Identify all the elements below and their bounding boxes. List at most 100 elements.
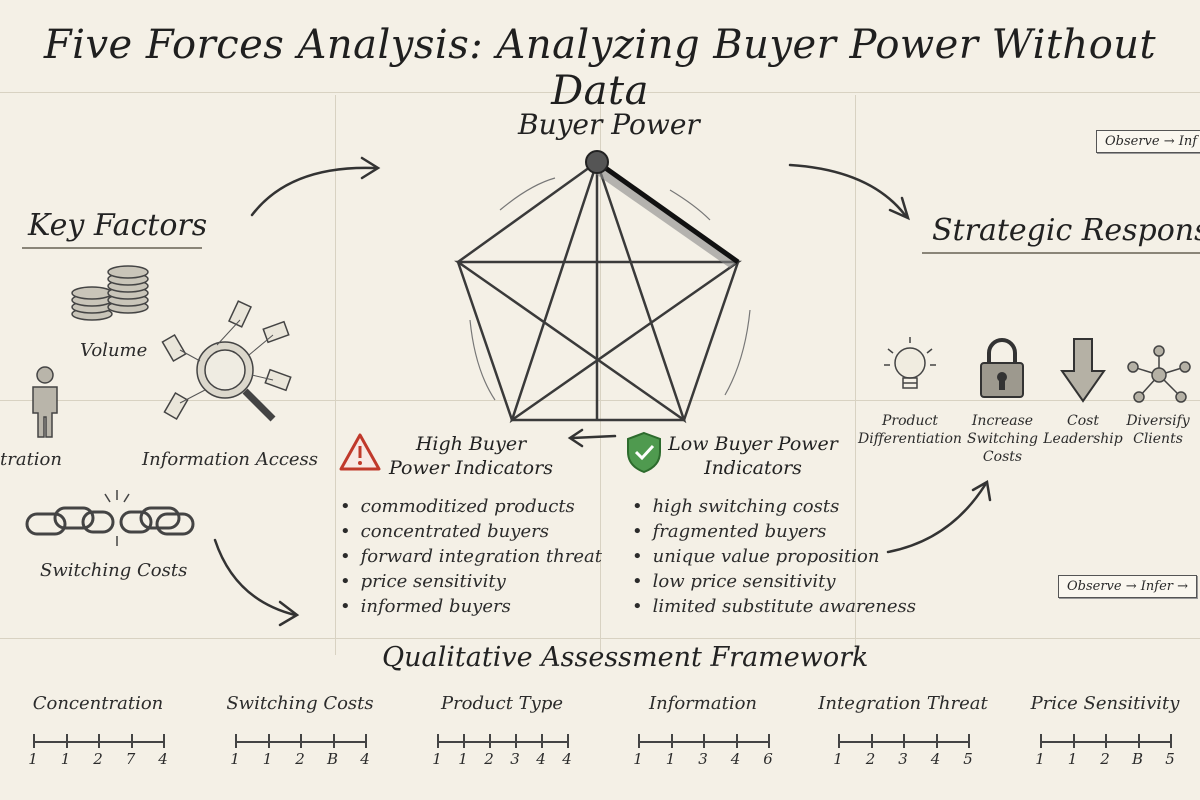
low-indicator-item: limited substitute awareness xyxy=(632,594,916,619)
scale-tick-label: 5 xyxy=(1165,750,1175,768)
scale-tick xyxy=(463,734,465,748)
heading-underline xyxy=(922,252,1200,254)
scale-tick-label: 1 xyxy=(1035,750,1045,768)
scale-tick xyxy=(870,734,873,748)
framework-heading: Qualitative Assessment Framework xyxy=(382,642,869,673)
rating-scale: 1 2 3 4 5 xyxy=(833,732,973,768)
low-indicator-item: low price sensitivity xyxy=(632,569,916,594)
grid-line xyxy=(335,95,336,655)
factor-label-volume: Volume xyxy=(80,340,148,361)
page-title: Five Forces Analysis: Analyzing Buyer Po… xyxy=(43,22,1157,114)
scale-tick-label: 2 xyxy=(484,750,494,768)
factor-label-concentration: tration xyxy=(0,449,62,470)
person-icon xyxy=(32,366,58,438)
scale-tick xyxy=(332,734,335,748)
scale-title: Switching Costs xyxy=(226,693,374,714)
scale-tick xyxy=(1137,734,1140,748)
scale-tick-label: 1 xyxy=(60,750,71,768)
scale-tick xyxy=(670,734,673,748)
broken-chain-icon xyxy=(25,490,195,546)
scale-title: Product Type xyxy=(440,693,564,714)
high-indicator-item: commoditized products xyxy=(340,494,602,519)
scale-tick xyxy=(838,734,840,748)
scale-title: Information xyxy=(648,693,758,714)
scale-line xyxy=(437,741,567,743)
scale-tick-label: 1 xyxy=(262,750,273,768)
scale-tick xyxy=(65,734,68,748)
scale-tick xyxy=(1072,734,1075,748)
low-indicators-list: high switching costs fragmented buyers u… xyxy=(632,494,916,619)
scale-title: Integration Threat xyxy=(818,693,988,714)
scale-title: Concentration xyxy=(32,693,164,714)
low-indicator-item: high switching costs xyxy=(632,494,916,519)
grid-line xyxy=(600,95,601,655)
scale-tick-label: 2 xyxy=(1100,750,1110,768)
high-indicator-item: forward integration threat xyxy=(340,544,602,569)
scale-tick-label: 5 xyxy=(963,750,973,768)
high-indicators-title: High Buyer Power Indicators xyxy=(389,433,553,479)
scale-tick-label: 1 xyxy=(432,750,442,768)
scale-tick-label: 4 xyxy=(730,750,741,768)
observe-infer-badge-top: Observe → Inf xyxy=(1096,130,1200,153)
warning-triangle-icon xyxy=(339,433,381,471)
scale-tick xyxy=(33,734,35,748)
low-indicators-title: Low Buyer Power Indicators xyxy=(668,433,838,479)
scale-tick-label: 3 xyxy=(898,750,908,768)
scale-tick xyxy=(703,734,705,748)
scale-tick xyxy=(968,734,970,748)
scale-tick xyxy=(567,734,569,748)
scale-tick-label: 7 xyxy=(125,750,136,768)
scale-tick-label: 4 xyxy=(360,750,370,768)
scale-tick-label: B xyxy=(326,750,339,768)
key-factors-heading: Key Factors xyxy=(28,208,208,243)
scale-tick-label: 1 xyxy=(458,750,468,768)
scale-tick-label: 2 xyxy=(865,750,876,768)
scale-tick xyxy=(235,734,237,748)
scale-tick xyxy=(903,734,905,748)
scale-tick-label: 3 xyxy=(698,750,708,768)
scale-tick-label: 1 xyxy=(28,750,38,768)
coins-icon xyxy=(71,265,149,321)
grid-line xyxy=(855,95,856,655)
scale-tick xyxy=(1040,734,1042,748)
scale-tick-label: 1 xyxy=(665,750,676,768)
scale-tick-label: 1 xyxy=(833,750,843,768)
low-indicator-item: fragmented buyers xyxy=(632,519,916,544)
low-indicator-item: unique value proposition xyxy=(632,544,916,569)
scale-tick-label: 1 xyxy=(633,750,643,768)
strategy-label-diversify-clients: Diversify Clients xyxy=(1126,413,1190,447)
scale-tick xyxy=(163,734,165,748)
strategic-response-heading: Strategic Response xyxy=(932,213,1200,248)
grid-line xyxy=(0,638,1200,639)
scale-tick xyxy=(935,734,938,748)
heading-underline xyxy=(22,247,202,249)
scale-tick xyxy=(515,734,517,748)
scale-tick-label: 4 xyxy=(158,750,168,768)
magnifier-tags-icon xyxy=(161,300,292,422)
high-indicator-item: informed buyers xyxy=(340,594,602,619)
factor-label-switching-costs: Switching Costs xyxy=(40,560,188,581)
scale-tick xyxy=(489,734,491,748)
high-indicator-item: concentrated buyers xyxy=(340,519,602,544)
scale-tick xyxy=(300,734,302,748)
scale-tick xyxy=(130,734,133,748)
scale-tick-label: 4 xyxy=(930,750,941,768)
scale-tick xyxy=(768,734,770,748)
network-icon xyxy=(1127,345,1191,403)
buyer-power-heading: Buyer Power xyxy=(518,108,700,141)
factor-label-information-access: Information Access xyxy=(142,449,319,470)
scale-tick xyxy=(267,734,270,748)
scale-tick xyxy=(638,734,640,748)
lightbulb-icon xyxy=(884,337,936,389)
grid-line xyxy=(0,92,1200,93)
scale-tick xyxy=(1105,734,1107,748)
scale-tick xyxy=(365,734,367,748)
scale-tick-label: 3 xyxy=(510,750,520,768)
observe-infer-badge-bottom: Observe → Infer → xyxy=(1058,575,1198,598)
grid-line xyxy=(0,400,1200,401)
scale-tick-label: 4 xyxy=(536,750,546,768)
